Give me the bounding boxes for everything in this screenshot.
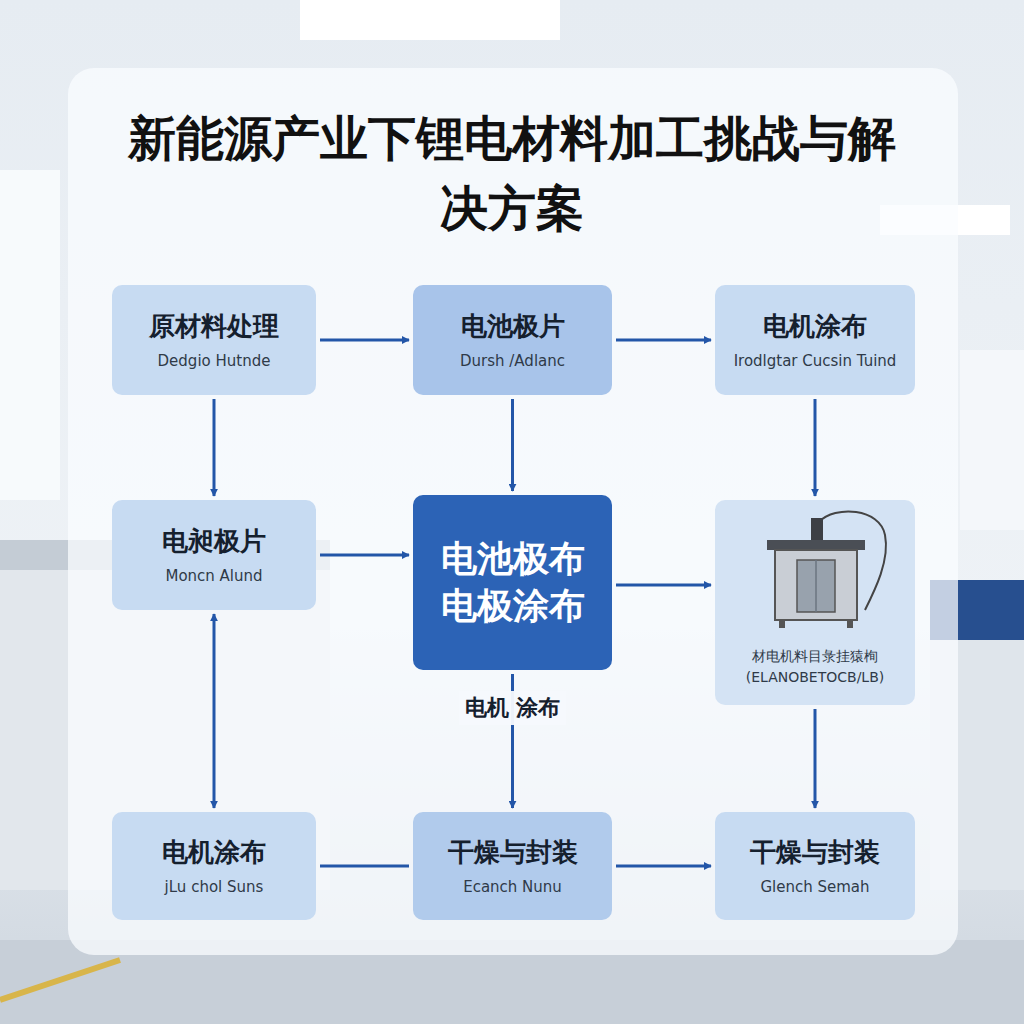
box-caption: 材电机料目彔挂猿栒 (ELANOBETOCB/LB) — [729, 646, 901, 687]
diagram-title: 新能源产业下锂电材料加工挑战与解决方案 — [112, 104, 912, 243]
box-heading: 电池极布 电极涂布 — [427, 536, 598, 630]
machine-illustration — [715, 500, 915, 630]
connector-arrow — [320, 865, 409, 868]
box-subtitle: Ecanch Nunu — [463, 878, 562, 896]
box-heading: 原材料处理 — [149, 310, 279, 344]
connector-arrow — [213, 399, 216, 496]
connector-arrow — [320, 554, 409, 557]
process-box: 电机涂布 jLu chol Suns — [112, 812, 316, 920]
box-subtitle: Glench Semah — [760, 878, 869, 896]
edge-label: 电机 涂布 — [459, 691, 567, 725]
box-heading: 电机涂布 — [162, 836, 266, 870]
connector-arrow — [814, 399, 817, 496]
box-heading: 电机涂布 — [763, 310, 867, 344]
process-box: 干燥与封装 Ecanch Nunu — [413, 812, 612, 920]
box-subtitle: Irodlgtar Cucsin Tuind — [734, 352, 897, 370]
connector-arrow — [616, 584, 711, 587]
box-heading: 电池极片 — [461, 310, 565, 344]
process-box: 电池极布 电极涂布 — [413, 495, 612, 670]
connector-arrow — [616, 865, 711, 868]
process-box: 干燥与封装 Glench Semah — [715, 812, 915, 920]
process-box: 原材料处理 Dedgio Hutnde — [112, 285, 316, 395]
process-box: 电昶极片 Moncn Alund — [112, 500, 316, 610]
connector-arrow — [511, 399, 514, 491]
box-subtitle: Dedgio Hutnde — [158, 352, 271, 370]
process-box: 电池极片 Dursh /Adlanc — [413, 285, 612, 395]
box-heading: 电昶极片 — [162, 525, 266, 559]
box-heading: 干燥与封装 — [448, 836, 578, 870]
connector-arrow — [814, 709, 817, 808]
box-subtitle: jLu chol Suns — [165, 878, 264, 896]
connector-arrow — [213, 614, 216, 808]
box-heading: 干燥与封装 — [750, 836, 880, 870]
box-subtitle: Moncn Alund — [165, 567, 262, 585]
box-subtitle: Dursh /Adlanc — [460, 352, 565, 370]
connector-arrow — [320, 339, 409, 342]
process-box: 电机涂布 Irodlgtar Cucsin Tuind — [715, 285, 915, 395]
connector-arrow — [616, 339, 711, 342]
